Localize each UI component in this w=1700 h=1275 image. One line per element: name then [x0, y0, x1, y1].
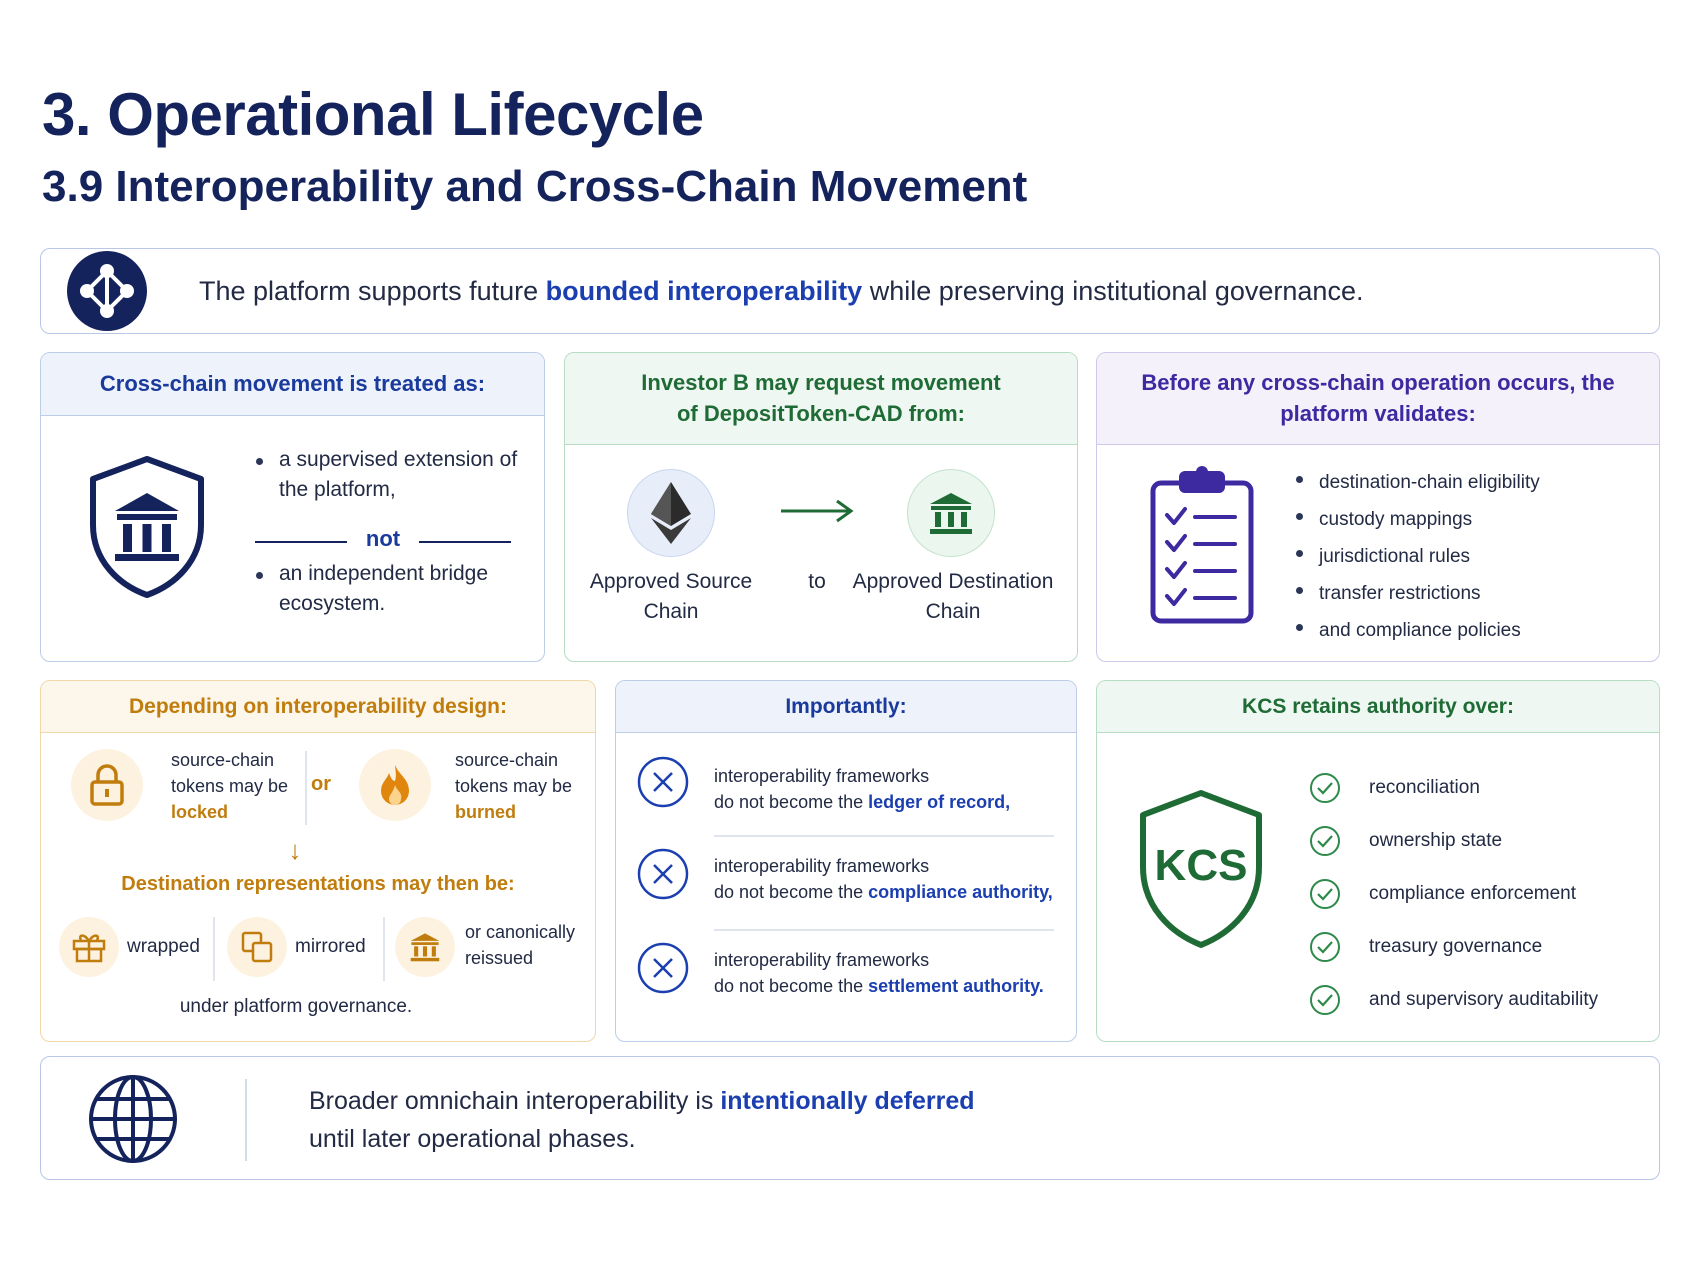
check-circle-icon	[1310, 931, 1340, 962]
authority-item: treasury governance	[1309, 920, 1649, 973]
design-footer: under platform governance.	[179, 996, 413, 1017]
validates-item: transfer restrictions	[1293, 575, 1633, 612]
movement-card: Investor B may request movement of Depos…	[564, 352, 1078, 662]
closing-highlight: intentionally deferred	[720, 1087, 975, 1115]
fire-badge	[359, 749, 431, 821]
design-card: Depending on interoperability design: so…	[40, 680, 596, 1042]
x-circle-icon	[637, 756, 689, 808]
validates-heading: Before any cross-chain operation occurs,…	[1097, 353, 1659, 445]
or-label: or	[311, 773, 331, 795]
check-circle-icon	[1310, 772, 1340, 803]
burned-word: burned	[455, 802, 516, 823]
x-circle-icon	[637, 848, 689, 900]
lock-badge	[71, 749, 143, 821]
validates-item: custody mappings	[1293, 501, 1633, 538]
destination-heading: Destination representations may then be:	[121, 873, 515, 895]
closing-banner: Broader omnichain interoperability is in…	[40, 1056, 1660, 1180]
treated-as-card: Cross-chain movement is treated as: a su…	[40, 352, 545, 662]
locked-word: locked	[171, 802, 229, 823]
option-wrapped: wrapped	[127, 936, 200, 957]
authority-list: reconciliation ownership state complianc…	[1309, 761, 1649, 1026]
check-circle-icon	[1310, 878, 1340, 909]
option-mirrored: mirrored	[295, 936, 366, 957]
bank-icon	[410, 933, 440, 962]
lock-icon	[90, 764, 124, 806]
authority-item: ownership state	[1309, 814, 1649, 867]
validates-item: and compliance policies	[1293, 612, 1633, 649]
gift-icon	[72, 934, 106, 963]
reissue-badge	[395, 917, 455, 977]
treated-as-list: a supervised extension of the platform,	[253, 445, 523, 506]
destination-chain-badge	[907, 469, 995, 557]
section-subtitle: 3.9 Interoperability and Cross-Chain Mov…	[42, 162, 1028, 211]
network-icon	[67, 251, 147, 331]
validates-item: jurisdictional rules	[1293, 538, 1633, 575]
page-title: 3. Operational Lifecycle	[42, 81, 704, 148]
checklist-icon	[1150, 466, 1254, 624]
mirror-badge	[227, 917, 287, 977]
treated-as-heading: Cross-chain movement is treated as:	[41, 353, 544, 416]
kcs-shield-text: KCS	[1154, 841, 1248, 890]
fire-icon	[381, 765, 409, 805]
movement-heading: Investor B may request movement of Depos…	[565, 353, 1077, 445]
validates-list: destination-chain eligibility custody ma…	[1293, 464, 1633, 649]
importantly-item: interoperability frameworks do not becom…	[714, 950, 1044, 997]
importantly-heading: Importantly:	[616, 681, 1076, 733]
source-chain-badge	[627, 469, 715, 557]
importantly-item: interoperability frameworks do not becom…	[714, 856, 1053, 903]
importantly-item: interoperability frameworks do not becom…	[714, 766, 1011, 813]
authority-item: compliance enforcement	[1309, 867, 1649, 920]
shield-bank-icon	[90, 456, 204, 598]
check-circle-icon	[1310, 825, 1340, 856]
destination-chain-label: Approved Destination Chain	[852, 570, 1054, 624]
validates-card: Before any cross-chain operation occurs,…	[1096, 352, 1660, 662]
copy-icon	[241, 931, 273, 963]
x-circle-icon	[637, 942, 689, 994]
design-heading: Depending on interoperability design:	[41, 681, 595, 733]
importantly-card: Importantly: interoperability frameworks…	[615, 680, 1077, 1042]
to-label: to	[808, 570, 826, 593]
not-label: not	[365, 526, 401, 551]
check-circle-icon	[1310, 984, 1340, 1015]
intro-highlight: bounded interoperability	[545, 275, 863, 306]
authority-item: and supervisory auditability	[1309, 973, 1649, 1026]
down-arrow-icon: ↓	[288, 835, 302, 865]
authority-card: KCS retains authority over: KCS reconcil…	[1096, 680, 1660, 1042]
ethereum-icon	[651, 482, 691, 544]
bank-icon	[930, 493, 972, 534]
authority-item: reconciliation	[1309, 761, 1649, 814]
globe-icon	[89, 1075, 177, 1163]
not-divider: not	[255, 526, 511, 556]
closing-text: Broader omnichain interoperability is in…	[309, 1087, 975, 1153]
kcs-shield-icon	[1140, 790, 1262, 948]
authority-heading: KCS retains authority over:	[1097, 681, 1659, 733]
intro-banner: The platform supports future bounded int…	[40, 248, 1660, 334]
arrow-right-icon	[781, 499, 854, 523]
treated-as-item: an independent bridge ecosystem.	[253, 559, 523, 620]
source-chain-label: Approved Source Chain	[589, 570, 753, 624]
intro-text: The platform supports future bounded int…	[199, 275, 1364, 306]
gift-badge	[59, 917, 119, 977]
burned-text: source-chain tokens may be burned	[455, 750, 573, 823]
option-reissued: or canonically reissued	[465, 922, 576, 969]
validates-item: destination-chain eligibility	[1293, 464, 1633, 501]
locked-text: source-chain tokens may be locked	[171, 750, 289, 823]
treated-as-item: a supervised extension of the platform,	[253, 445, 523, 506]
